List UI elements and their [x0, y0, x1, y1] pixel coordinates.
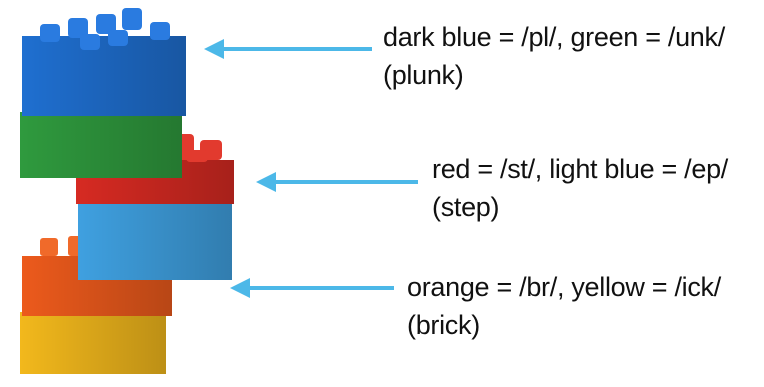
step-label: red = /st/, light blue = /ep/ (step) — [432, 150, 728, 226]
brick-label-line1: orange = /br/, yellow = /ick/ — [407, 272, 721, 302]
brick-label-line2: (brick) — [407, 310, 480, 340]
yellow-brick — [20, 312, 166, 374]
green-brick — [20, 112, 182, 178]
plunk-label-line2: (plunk) — [383, 60, 464, 90]
dark-blue-brick — [22, 8, 186, 116]
arrow-left-icon — [256, 172, 418, 192]
arrow-left-icon — [204, 39, 372, 59]
plunk-label-line1: dark blue = /pl/, green = /unk/ — [383, 22, 725, 52]
plunk-label: dark blue = /pl/, green = /unk/ (plunk) — [383, 18, 725, 94]
light-blue-brick — [78, 196, 232, 280]
arrow-left-icon — [230, 278, 394, 298]
step-label-line1: red = /st/, light blue = /ep/ — [432, 154, 728, 184]
brick-label: orange = /br/, yellow = /ick/ (brick) — [407, 268, 721, 344]
step-label-line2: (step) — [432, 192, 500, 222]
